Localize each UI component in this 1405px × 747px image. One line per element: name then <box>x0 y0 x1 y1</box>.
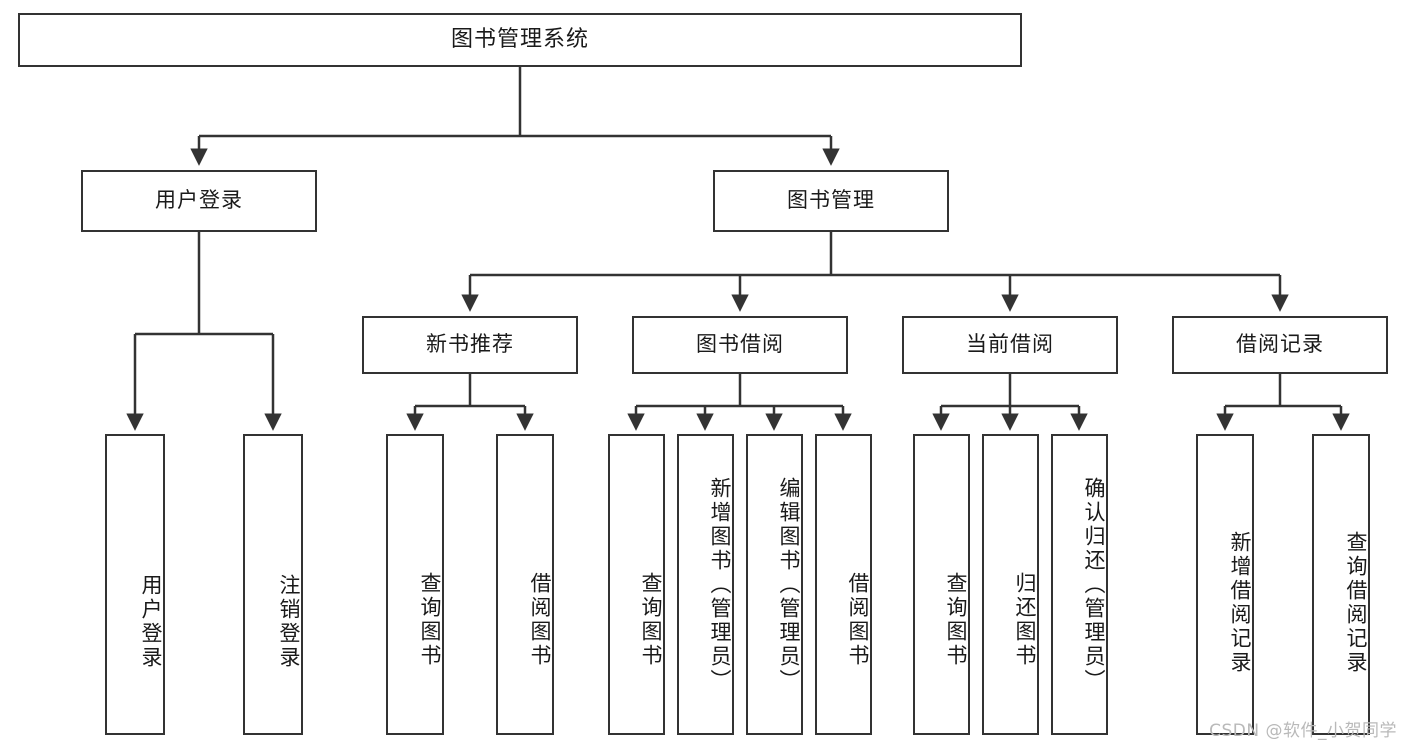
node-book-manage-label: 图书管理 <box>787 188 875 213</box>
leaf-new-book-borrow-label: 借阅图书 <box>528 571 552 668</box>
node-user-login-label: 用户登录 <box>155 188 243 213</box>
leaf-borrow-record-add-label: 新增借阅记录 <box>1228 530 1252 675</box>
leaf-book-borrow-add[interactable]: 新增图书（管理员） <box>677 434 734 735</box>
leaf-current-borrow-query-label: 查询图书 <box>944 571 968 668</box>
leaf-book-borrow-edit-label: 编辑图书（管理员） <box>777 476 801 693</box>
leaf-current-borrow-confirm-label: 确认归还（管理员） <box>1082 476 1106 693</box>
leaf-book-borrow-add-label: 新增图书（管理员） <box>708 476 732 693</box>
watermark: CSDN @软件_小贺同学 <box>1209 721 1397 741</box>
leaf-user-login-login[interactable]: 用户登录 <box>105 434 165 735</box>
leaf-new-book-borrow[interactable]: 借阅图书 <box>496 434 554 735</box>
node-current-borrow-label: 当前借阅 <box>966 332 1054 357</box>
leaf-borrow-record-query[interactable]: 查询借阅记录 <box>1312 434 1370 735</box>
node-root[interactable]: 图书管理系统 <box>18 13 1022 67</box>
node-root-label: 图书管理系统 <box>450 26 589 52</box>
node-borrow-record[interactable]: 借阅记录 <box>1172 316 1388 374</box>
leaf-current-borrow-confirm[interactable]: 确认归还（管理员） <box>1051 434 1108 735</box>
leaf-user-login-login-label: 用户登录 <box>139 573 163 670</box>
leaf-new-book-query-label: 查询图书 <box>418 571 442 668</box>
leaf-user-login-logout[interactable]: 注销登录 <box>243 434 303 735</box>
leaf-current-borrow-return[interactable]: 归还图书 <box>982 434 1039 735</box>
node-book-manage[interactable]: 图书管理 <box>713 170 949 232</box>
leaf-book-borrow-query[interactable]: 查询图书 <box>608 434 665 735</box>
leaf-book-borrow-edit[interactable]: 编辑图书（管理员） <box>746 434 803 735</box>
node-new-book-recommend-label: 新书推荐 <box>426 332 514 357</box>
leaf-borrow-record-query-label: 查询借阅记录 <box>1344 530 1368 675</box>
node-book-borrow[interactable]: 图书借阅 <box>632 316 848 374</box>
node-new-book-recommend[interactable]: 新书推荐 <box>362 316 578 374</box>
leaf-book-borrow-query-label: 查询图书 <box>639 571 663 668</box>
node-current-borrow[interactable]: 当前借阅 <box>902 316 1118 374</box>
leaf-book-borrow-borrow[interactable]: 借阅图书 <box>815 434 872 735</box>
leaf-user-login-logout-label: 注销登录 <box>277 573 301 670</box>
leaf-book-borrow-borrow-label: 借阅图书 <box>846 571 870 668</box>
leaf-borrow-record-add[interactable]: 新增借阅记录 <box>1196 434 1254 735</box>
node-borrow-record-label: 借阅记录 <box>1236 332 1324 357</box>
node-user-login[interactable]: 用户登录 <box>81 170 317 232</box>
node-book-borrow-label: 图书借阅 <box>696 332 784 357</box>
leaf-current-borrow-query[interactable]: 查询图书 <box>913 434 970 735</box>
leaf-current-borrow-return-label: 归还图书 <box>1013 571 1037 668</box>
leaf-new-book-query[interactable]: 查询图书 <box>386 434 444 735</box>
